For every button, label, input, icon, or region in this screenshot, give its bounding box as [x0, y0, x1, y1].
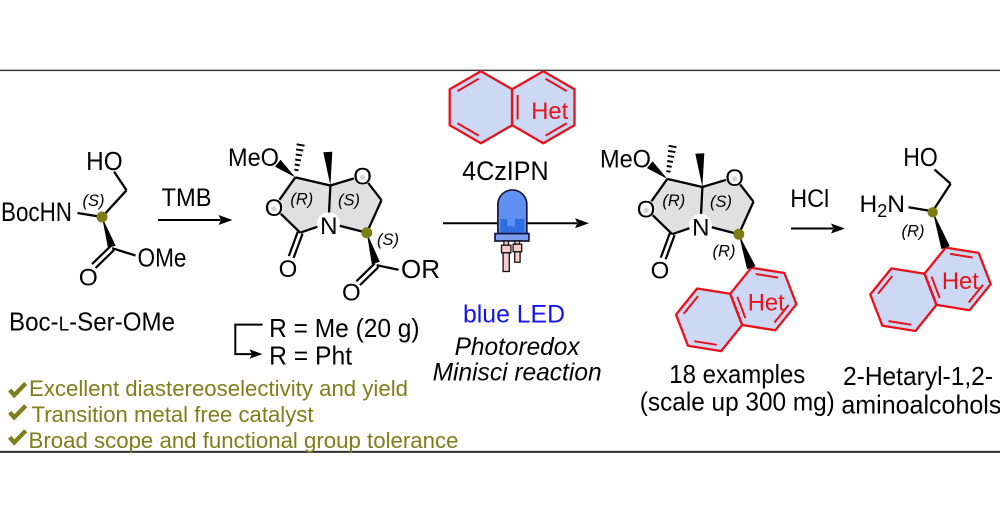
svg-text:Het: Het: [942, 268, 979, 295]
svg-text:Het: Het: [748, 289, 785, 316]
svg-text:(R): (R): [902, 223, 925, 241]
svg-text:(S): (S): [338, 192, 360, 210]
svg-text:MeO: MeO: [600, 146, 651, 174]
svg-text:HO: HO: [86, 146, 123, 176]
svg-text:(R): (R): [713, 243, 736, 261]
svg-text:Transition metal free catalyst: Transition metal free catalyst: [32, 402, 315, 427]
svg-text:N: N: [320, 213, 337, 240]
svg-text:O: O: [279, 256, 298, 283]
svg-text:(S): (S): [377, 231, 399, 249]
svg-text:Boc-L-Ser-OMe: Boc-L-Ser-OMe: [9, 307, 175, 337]
svg-text:R = Me (20 g): R = Me (20 g): [269, 313, 420, 343]
svg-text:(R): (R): [290, 191, 313, 209]
svg-text:(R): (R): [662, 192, 685, 210]
svg-text:R = Pht: R = Pht: [269, 341, 353, 371]
svg-text:(S): (S): [83, 192, 105, 210]
svg-text:Het: Het: [531, 98, 568, 125]
svg-text:4CzIPN: 4CzIPN: [462, 156, 549, 186]
svg-text:(S): (S): [710, 193, 732, 211]
svg-text:MeO: MeO: [228, 144, 279, 172]
svg-text:O: O: [651, 258, 670, 285]
svg-text:18 examples: 18 examples: [669, 359, 805, 389]
svg-text:O: O: [342, 280, 361, 307]
svg-text:HO: HO: [903, 142, 938, 172]
svg-text:TMB: TMB: [162, 184, 212, 212]
svg-text:Photoredox: Photoredox: [455, 333, 581, 361]
svg-text:HCl: HCl: [790, 185, 829, 213]
svg-text:Excellent diastereoselectivity: Excellent diastereoselectivity and yield: [29, 376, 408, 401]
svg-text:2-Hetaryl-1,2-: 2-Hetaryl-1,2-: [843, 361, 993, 391]
svg-text:(scale up 300 mg): (scale up 300 mg): [640, 387, 835, 417]
svg-text:O: O: [79, 265, 98, 292]
svg-text:OMe: OMe: [138, 242, 187, 272]
svg-text:OR: OR: [401, 254, 440, 284]
svg-text:N: N: [692, 214, 709, 241]
svg-text:aminoalcohols: aminoalcohols: [841, 390, 1000, 420]
svg-text:BocHN: BocHN: [1, 197, 72, 227]
svg-text:Broad scope and functional gro: Broad scope and functional group toleran…: [29, 428, 459, 453]
svg-text:Minisci reaction: Minisci reaction: [433, 359, 602, 387]
svg-text:blue LED: blue LED: [463, 300, 565, 328]
